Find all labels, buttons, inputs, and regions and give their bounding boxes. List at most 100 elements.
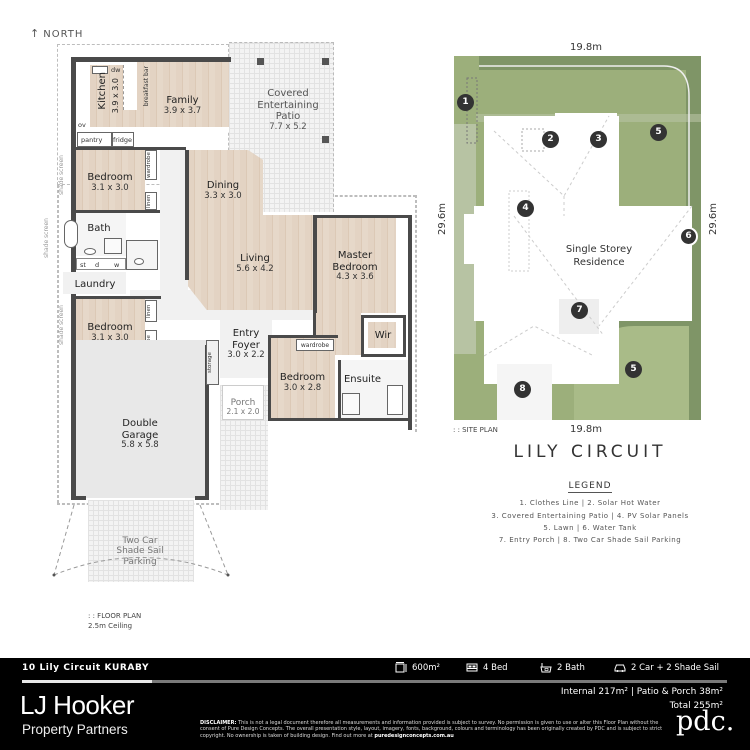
lj-hooker-logo: LJ Hooker: [20, 690, 135, 720]
shade-sail-parking-label: Two Car Shade Sail Parking: [116, 536, 164, 567]
shade-screen-label: shade screen: [58, 155, 65, 195]
laundry-label: Laundry: [74, 279, 116, 290]
lj-hooker-subtitle: Property Partners: [22, 722, 128, 737]
fridge: [112, 132, 134, 147]
patio-post: [257, 58, 264, 65]
breakfast-bar: [123, 65, 137, 110]
dining-label: Dining 3.3 x 3.0: [204, 180, 242, 201]
legend-line: 1. Clothes Line | 2. Solar Hot Water: [519, 499, 661, 507]
site-depth-left: 29.6m: [437, 203, 448, 236]
wall: [313, 215, 317, 345]
marker-solar-hot-water: 2: [542, 131, 559, 148]
bedroom-sw-label: Bedroom 3.1 x 3.0: [87, 322, 133, 343]
storage-cupboard: storage: [206, 340, 219, 385]
marker-entry-porch: 7: [571, 302, 588, 319]
wall: [185, 150, 189, 280]
shade-sail-parking: [88, 500, 194, 582]
stat-land: 600m²: [395, 662, 440, 673]
shade-screen-label: shade screen: [43, 218, 50, 258]
ensuite-shower: [342, 393, 360, 415]
car-icon: [614, 664, 626, 672]
ensuite-vanity: [387, 385, 403, 415]
stat-bath: 2 Bath: [540, 662, 585, 673]
site-plan-caption: : : SITE PLAN: [453, 426, 498, 434]
toilet-room: [126, 240, 158, 270]
laundry-cabinets: [76, 258, 126, 270]
kitchen-floor: [90, 110, 140, 127]
tub-label: st: [80, 261, 86, 269]
linen-cupboard: linen: [145, 192, 157, 210]
pantry-label: pantry: [81, 136, 103, 144]
north-indicator: ↑NORTH: [30, 27, 84, 40]
linen-cupboard: linen: [145, 300, 157, 322]
porch-label: Porch 2.1 x 2.0: [226, 398, 260, 417]
boundary-line: [415, 195, 417, 432]
wardrobe-nw: wardrobe: [145, 150, 157, 180]
double-garage: [76, 340, 206, 498]
master-bedroom: [316, 218, 396, 313]
stat-bed: 4 Bed: [466, 662, 508, 673]
pdc-website-link[interactable]: puredesignconcepts.com.au: [374, 732, 454, 739]
property-title: LILY CIRCUIT: [513, 442, 667, 462]
living-room: [188, 215, 313, 310]
disclaimer: DISCLAIMER: This is not a legal document…: [200, 720, 663, 739]
toilet-icon: [134, 258, 144, 265]
area-summary: Internal 217m² | Patio & Porch 38m²: [560, 687, 723, 697]
wall: [313, 215, 411, 218]
kitchen-dimensions: 3.9 x 3.0: [111, 78, 120, 114]
site-width-bottom: 19.8m: [570, 424, 603, 435]
marker-shade-sail-parking: 8: [514, 381, 531, 398]
boundary-line: [330, 195, 416, 197]
wall: [71, 296, 161, 299]
basin: [84, 248, 96, 255]
double-garage-label: Double Garage 5.8 x 5.8: [121, 418, 159, 450]
north-arrow-icon: ↑: [30, 27, 41, 40]
family-room: [137, 62, 229, 127]
footer-bar: [0, 658, 750, 750]
stat-car: 2 Car + 2 Shade Sail: [614, 662, 719, 673]
total-area: Total 255m²: [669, 701, 723, 711]
bedroom-nw: [76, 150, 145, 210]
marker-lawn: 5: [625, 361, 642, 378]
site-width-top: 19.8m: [570, 42, 603, 53]
wardrobe-s: wardrobe: [296, 339, 334, 351]
bedroom-s-label: Bedroom 3.0 x 2.8: [279, 372, 326, 393]
bed-icon: [466, 663, 478, 672]
floor-plan-caption: : : FLOOR PLAN 2.5m Ceiling: [88, 612, 142, 630]
legend-line: 5. Lawn | 6. Water Tank: [543, 524, 637, 532]
wir-label: Wir: [374, 330, 392, 341]
bath-label: Bath: [87, 223, 111, 234]
residence-label: Single Storey Residence: [565, 244, 633, 268]
marker-water-tank: 6: [679, 227, 698, 246]
dining-room: [188, 150, 263, 215]
property-address: 10 Lily Circuit KURABY: [22, 663, 150, 673]
marker-clothes-line: 1: [457, 94, 474, 111]
wall: [76, 496, 86, 500]
washer-label: w: [114, 261, 120, 269]
fridge-label: fridge: [113, 136, 133, 144]
bedroom-nw-label: Bedroom 3.1 x 3.0: [87, 172, 133, 193]
wall: [195, 496, 207, 500]
patio-post: [322, 136, 329, 143]
progress-fill: [22, 680, 152, 683]
land-size-icon: [395, 662, 407, 673]
pdc-logo: pdc.: [676, 706, 735, 737]
wall: [268, 418, 412, 421]
wall: [71, 370, 76, 500]
wall: [76, 210, 160, 213]
wall: [76, 147, 186, 150]
laundry: [63, 272, 126, 294]
marker-pv-solar: 4: [517, 200, 534, 217]
site-depth-right: 29.6m: [708, 203, 719, 236]
shade-sail-lines: [52, 504, 230, 577]
marker-patio: 3: [590, 131, 607, 148]
covered-entertaining-patio: [229, 42, 334, 212]
residence-roof: [464, 214, 484, 264]
dryer-label: d: [95, 261, 100, 269]
breakfast-bar-label: breakfast bar: [143, 66, 150, 107]
pantry: [77, 132, 112, 147]
progress-track: [22, 680, 727, 683]
ensuite-label: Ensuite: [343, 374, 382, 385]
legend-line: 7. Entry Porch | 8. Two Car Shade Sail P…: [498, 536, 682, 544]
shower: [104, 238, 122, 254]
